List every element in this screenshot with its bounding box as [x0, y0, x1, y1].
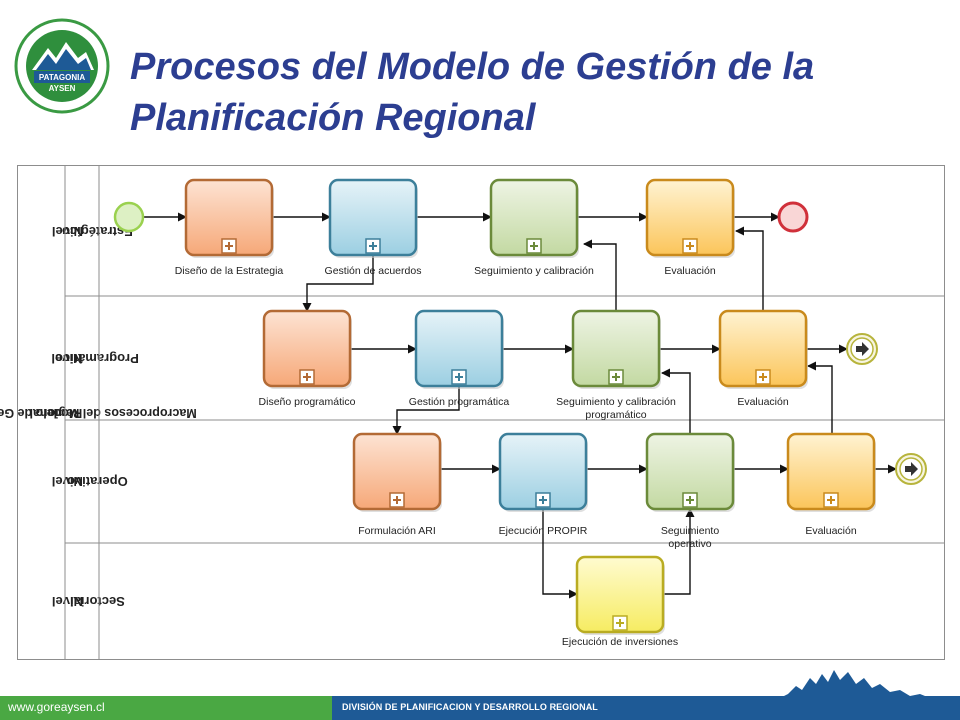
- task-x1[interactable]: Ejecución de inversiones: [562, 555, 678, 648]
- subprocess-plus-icon: [682, 238, 698, 254]
- task-o2[interactable]: Ejecución PROPIR: [499, 432, 588, 537]
- lane-dividers: [64, 166, 944, 659]
- task-p2[interactable]: Gestión programática: [409, 309, 510, 408]
- sequence-flow-arrow: [302, 255, 374, 312]
- task-label: Seguimiento y calibración: [474, 265, 594, 277]
- title-line-2: Planificación Regional: [130, 97, 536, 139]
- sequence-flow-arrow: [392, 386, 460, 435]
- task-label: Diseño programático: [259, 396, 356, 408]
- task-s3[interactable]: Seguimiento y calibración: [474, 178, 594, 277]
- task-label: Formulación ARI: [358, 525, 436, 537]
- task-label: Evaluación: [737, 396, 789, 408]
- task-p4[interactable]: Evaluación: [718, 309, 808, 408]
- task-label: programático: [585, 409, 646, 421]
- task-label: Gestión de acuerdos: [325, 265, 422, 277]
- process-pool: [17, 165, 945, 660]
- task-s2[interactable]: Gestión de acuerdos: [325, 178, 422, 277]
- sequence-flows: [143, 212, 897, 599]
- task-p1[interactable]: Diseño programático: [259, 309, 356, 408]
- task-o4[interactable]: Evaluación: [786, 432, 876, 537]
- subprocess-plus-icon: [612, 615, 628, 631]
- task-label: Ejecución PROPIR: [499, 525, 588, 537]
- subprocess-plus-icon: [535, 492, 551, 508]
- gore-aysen-logo: PATAGONIA AYSEN GOBIERNO REGIONAL Y SU C…: [14, 18, 110, 114]
- tasks: Diseño de la Estrategia Gestión de acuerd…: [175, 178, 876, 648]
- subprocess-plus-icon: [608, 369, 624, 385]
- task-s1[interactable]: Diseño de la Estrategia: [175, 178, 284, 277]
- page-title: Procesos del Modelo de Gestión de la Pla…: [130, 42, 950, 144]
- subprocess-plus-icon: [755, 369, 771, 385]
- subprocess-plus-icon: [299, 369, 315, 385]
- svg-text:AYSEN: AYSEN: [49, 84, 76, 93]
- svg-text:PATAGONIA: PATAGONIA: [39, 73, 85, 82]
- events: [113, 201, 927, 485]
- task-label: Diseño de la Estrategia: [175, 265, 284, 277]
- task-label: Evaluación: [664, 265, 716, 277]
- task-o1[interactable]: Formulación ARI: [352, 432, 442, 537]
- subprocess-plus-icon: [365, 238, 381, 254]
- start-event: [113, 201, 145, 233]
- footer-division: DIVISIÓN DE PLANIFICACION Y DESARROLLO R…: [342, 702, 598, 712]
- subprocess-plus-icon: [221, 238, 237, 254]
- mountain-silhouette-icon: [780, 670, 930, 698]
- subprocess-plus-icon: [389, 492, 405, 508]
- sequence-flow-arrow: [663, 508, 695, 595]
- task-label: Gestión programática: [409, 396, 510, 408]
- task-label: Evaluación: [805, 525, 857, 537]
- subprocess-plus-icon: [823, 492, 839, 508]
- subprocess-plus-icon: [451, 369, 467, 385]
- task-s4[interactable]: Evaluación: [645, 178, 735, 277]
- end-event: [777, 201, 809, 233]
- task-label: Seguimiento: [661, 525, 720, 537]
- task-label: operativo: [668, 538, 711, 550]
- footer-green-band: [0, 696, 332, 720]
- sequence-flow-arrow: [542, 509, 578, 599]
- task-label: Seguimiento y calibración: [556, 396, 676, 408]
- footer-website-link[interactable]: www.goreaysen.cl: [8, 700, 105, 714]
- link-event-operativo-icon: [895, 453, 927, 485]
- task-label: Ejecución de inversiones: [562, 636, 678, 648]
- title-line-1: Procesos del Modelo de Gestión de la: [130, 46, 815, 88]
- subprocess-plus-icon: [682, 492, 698, 508]
- sequence-flow-arrow: [807, 361, 833, 434]
- sequence-flow-arrow: [735, 226, 764, 311]
- sequence-flow-arrow: [661, 368, 691, 434]
- link-event-programatico-icon: [846, 333, 878, 365]
- sequence-flow-arrow: [583, 239, 617, 311]
- subprocess-plus-icon: [526, 238, 542, 254]
